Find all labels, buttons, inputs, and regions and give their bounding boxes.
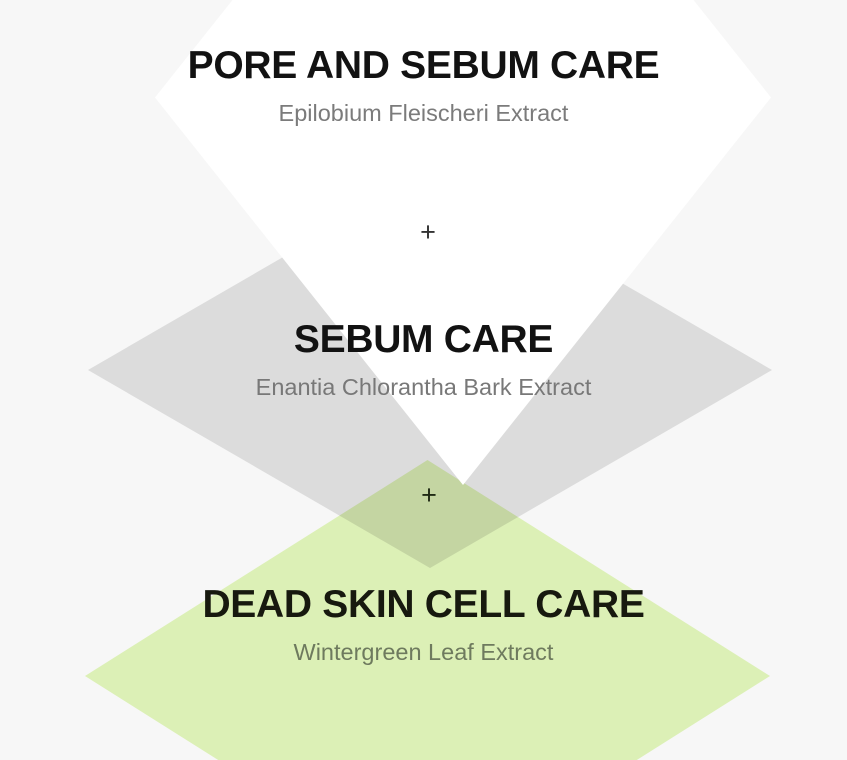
plus-connector-icon-1: +	[420, 217, 436, 247]
plus-connector-icon-2: +	[421, 480, 437, 510]
